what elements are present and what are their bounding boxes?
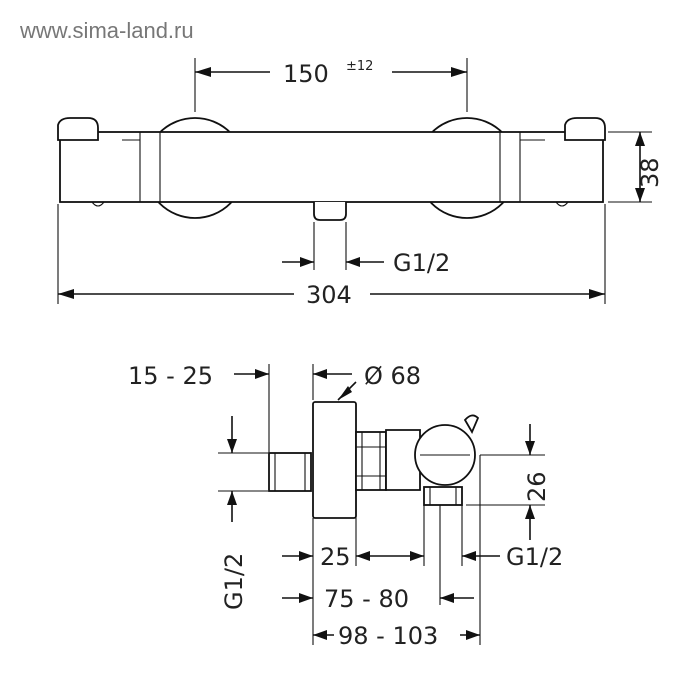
height-value: 38 [636,157,664,188]
union-nut [355,431,387,491]
handle-lever [463,414,480,434]
total-projection-value: 98 - 103 [338,622,438,650]
outlet-thread-body [423,486,463,506]
mixer-body [59,131,604,203]
right-handle-cap [564,117,606,141]
spacing-value: 150 [283,60,329,88]
outlet-thread-side: G1/2 [506,543,563,571]
rosette-side [312,401,357,519]
eccentric-offset-value: 15 - 25 [128,362,213,390]
outlet-thread-top: G1/2 [393,249,450,277]
valve-neck [385,429,421,491]
top-view: 150 ±12 38 G1/2 304 [57,58,664,309]
outlet-spout [313,202,347,221]
spacing-tolerance: ±12 [346,59,373,74]
outlet-height-value: 26 [523,471,551,502]
inlet-thread-value: G1/2 [220,553,248,610]
projection-value: 75 - 80 [324,585,409,613]
body-gap-value: 25 [320,543,351,571]
watermark: www.sima-land.ru [19,18,194,43]
side-view: 15 - 25 Ø 68 G1/2 26 25 [128,362,563,650]
eccentric-connector [268,452,312,492]
rosette-diameter-value: Ø 68 [364,362,421,390]
overall-width-value: 304 [306,281,352,309]
left-handle-cap [57,117,99,141]
